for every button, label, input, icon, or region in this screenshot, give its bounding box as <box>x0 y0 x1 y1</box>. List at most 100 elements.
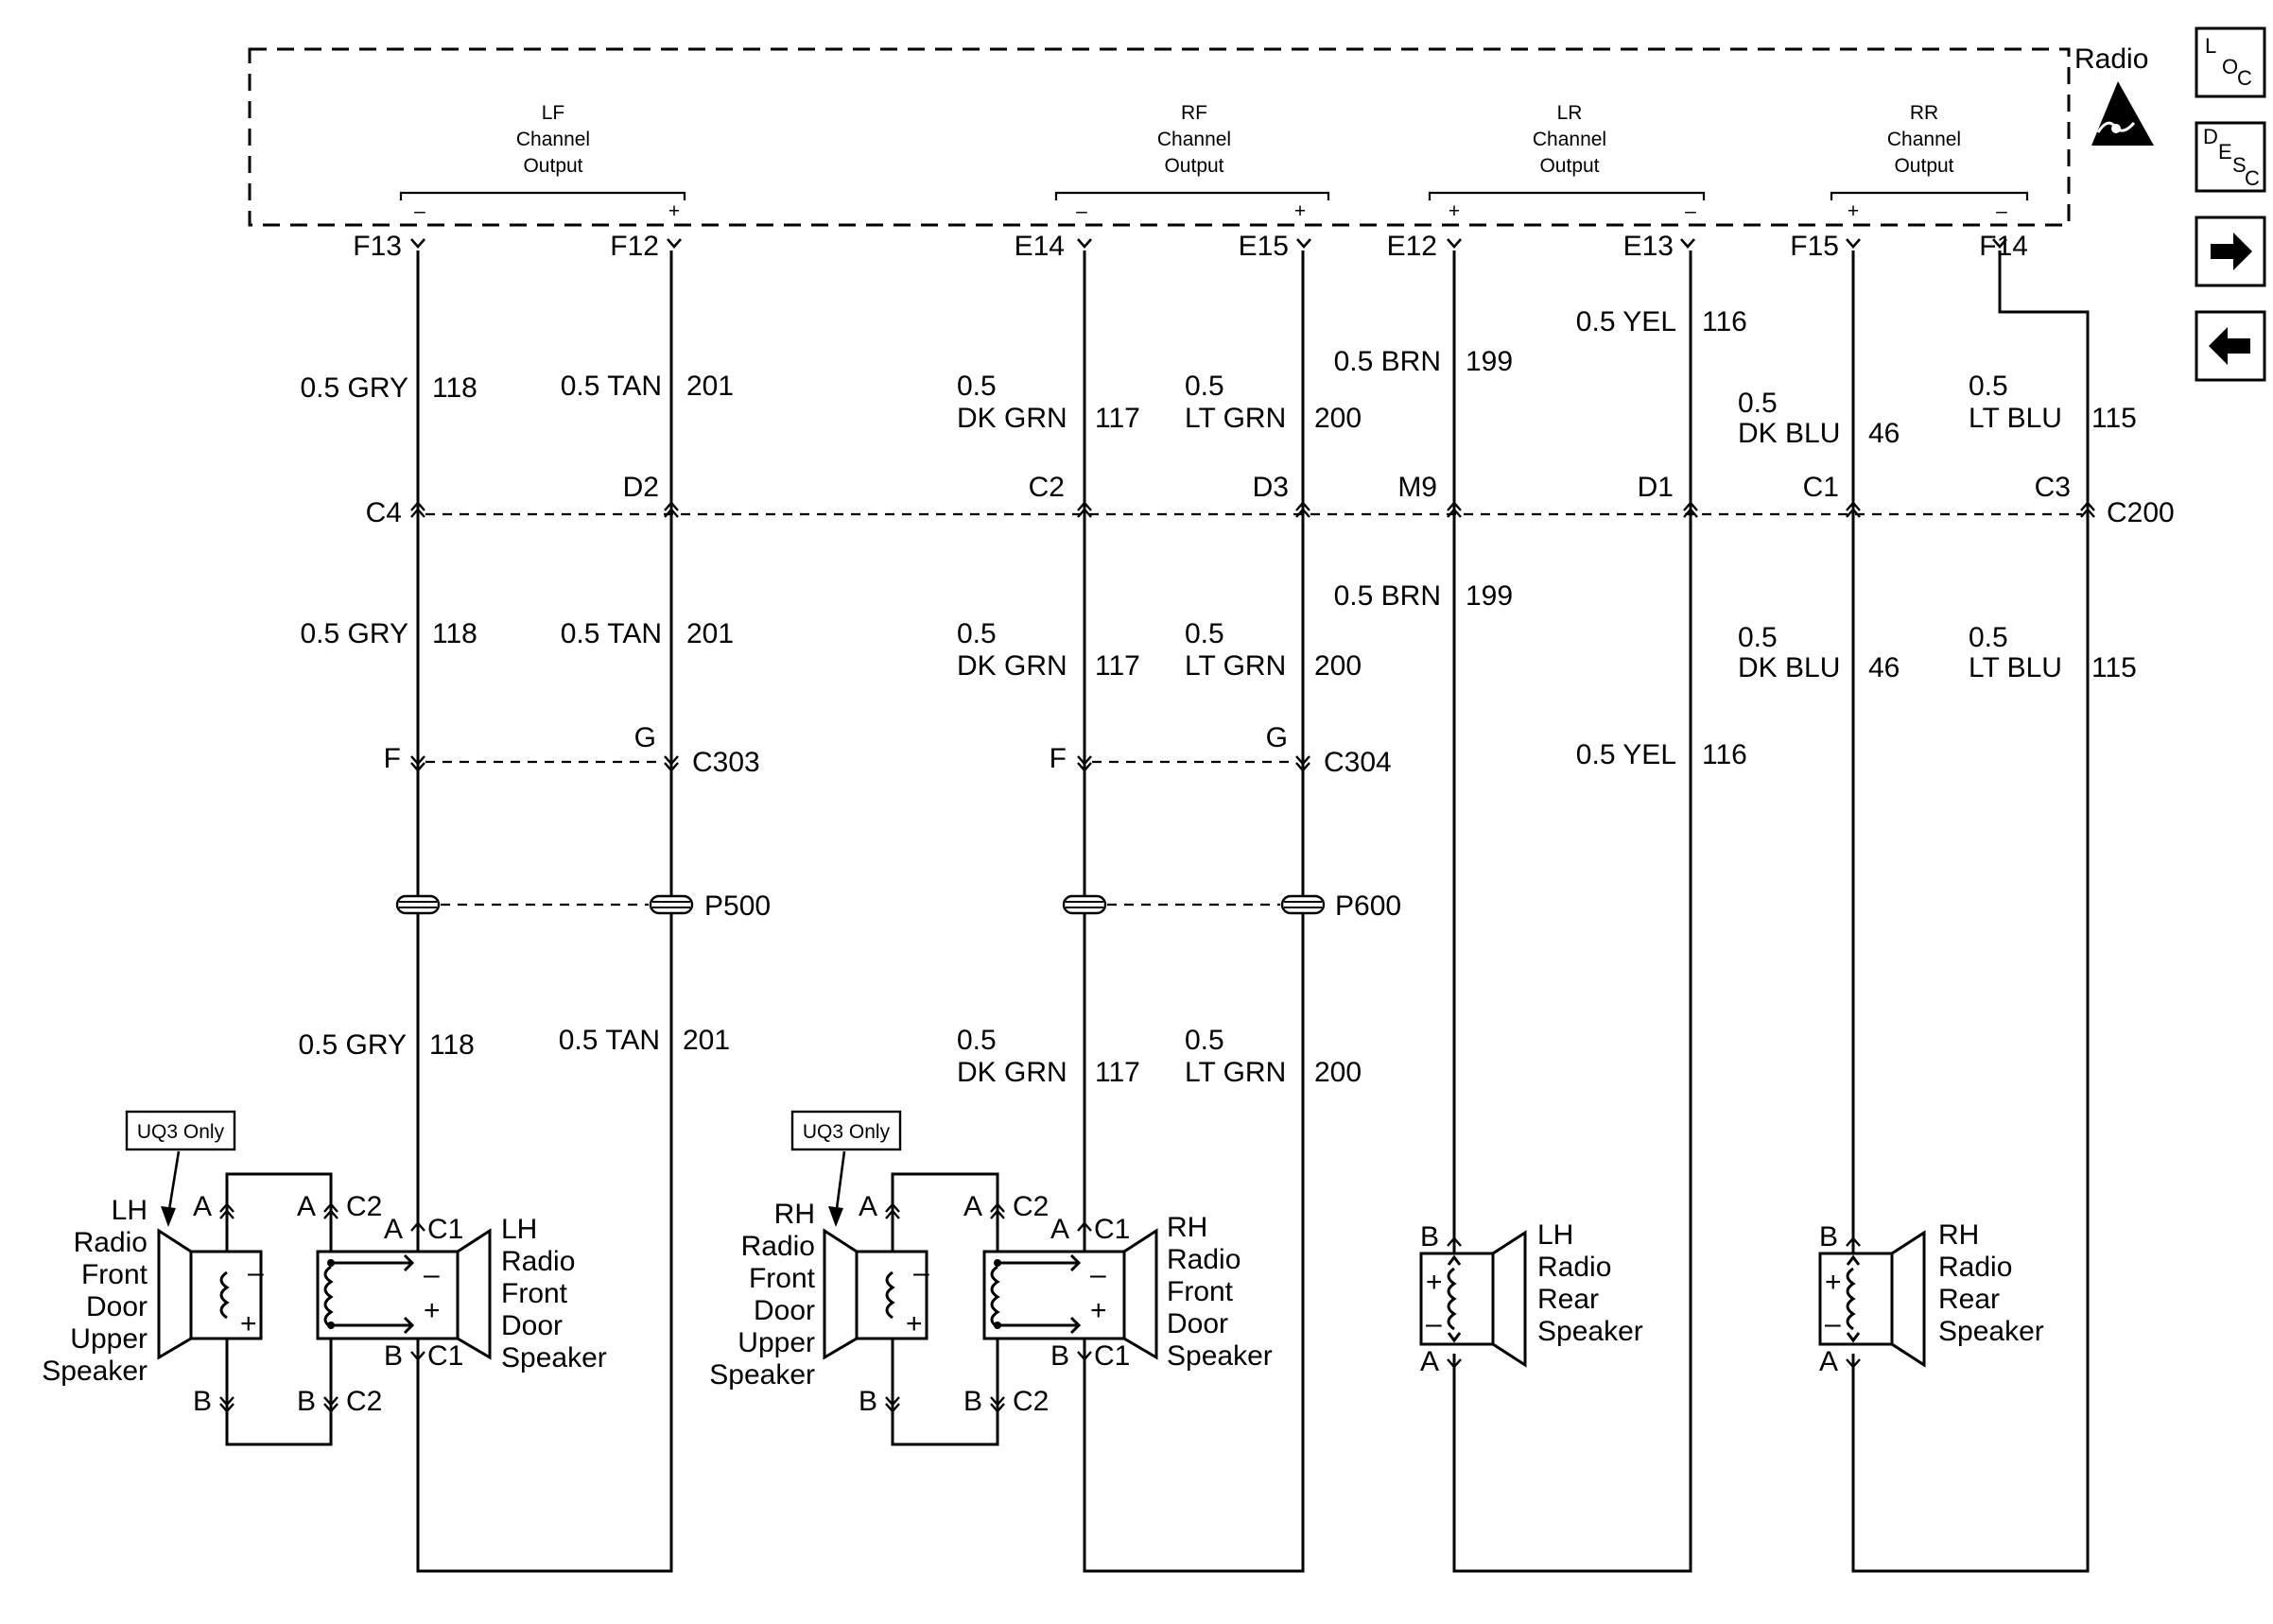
svg-text:0.5: 0.5 <box>1969 371 2008 402</box>
svg-text:Channel: Channel <box>1887 129 1961 150</box>
svg-text:LH: LH <box>1537 1219 1573 1251</box>
svg-text:117: 117 <box>1095 1057 1140 1088</box>
rf-door-speaker-label: RH Radio Front Door Speaker <box>1167 1212 1273 1372</box>
channel-rr: RR Channel Output + – <box>1830 102 2029 222</box>
svg-text:46: 46 <box>1868 418 1900 449</box>
svg-text:Door: Door <box>501 1310 563 1341</box>
svg-text:RH: RH <box>1167 1212 1207 1243</box>
svg-text:F: F <box>384 743 401 774</box>
svg-text:–: – <box>913 1257 929 1288</box>
svg-text:0.5 GRY: 0.5 GRY <box>300 372 408 404</box>
svg-text:Radio: Radio <box>1537 1252 1611 1283</box>
svg-text:0.5 BRN: 0.5 BRN <box>1334 346 1441 377</box>
option-tag: UQ3 Only <box>125 1110 236 1227</box>
lf-upper-speaker-label: LH Radio Front Door Upper Speaker <box>42 1195 147 1387</box>
svg-text:C: C <box>2237 66 2252 90</box>
back-button[interactable] <box>2195 310 2266 382</box>
svg-text:Speaker: Speaker <box>42 1356 147 1387</box>
svg-text:Output: Output <box>523 155 582 177</box>
svg-text:B: B <box>1050 1340 1069 1372</box>
svg-text:UQ3 Only: UQ3 Only <box>803 1121 891 1143</box>
wire-117 <box>1083 251 1305 1573</box>
svg-text:D1: D1 <box>1638 472 1674 503</box>
desc-button[interactable]: D E S C <box>2195 121 2266 193</box>
wire-labels-lower: 0.5 GRY 118 0.5 TAN 201 0.5 DK GRN 117 0… <box>298 1025 1362 1088</box>
svg-text:–: – <box>424 1259 440 1290</box>
svg-text:–: – <box>1090 1259 1106 1290</box>
svg-text:L: L <box>2205 34 2216 58</box>
svg-text:200: 200 <box>1314 403 1362 434</box>
channel-rf: RF Channel Output – + <box>1054 102 1330 222</box>
svg-text:0.5 YEL: 0.5 YEL <box>1576 739 1676 770</box>
svg-text:C1: C1 <box>427 1214 463 1245</box>
svg-text:A: A <box>297 1191 316 1222</box>
svg-text:LF: LF <box>542 102 565 124</box>
svg-text:C1: C1 <box>427 1340 463 1372</box>
svg-text:117: 117 <box>1095 403 1140 434</box>
svg-text:E12: E12 <box>1387 231 1437 262</box>
svg-text:F15: F15 <box>1790 231 1839 262</box>
svg-text:Front: Front <box>501 1278 568 1309</box>
svg-text:M9: M9 <box>1397 472 1437 503</box>
esd-warning-icon <box>2091 81 2154 146</box>
svg-text:+: + <box>1294 200 1306 222</box>
svg-text:Radio: Radio <box>1938 1252 2012 1283</box>
svg-text:A: A <box>859 1191 877 1222</box>
svg-text:115: 115 <box>2091 403 2137 434</box>
wire-labels-middle: 0.5 GRY 118 0.5 TAN 201 0.5 DK GRN 117 0… <box>300 580 2136 770</box>
svg-text:A: A <box>1819 1346 1838 1377</box>
svg-text:118: 118 <box>432 618 477 649</box>
svg-text:E15: E15 <box>1239 231 1289 262</box>
svg-text:0.5 GRY: 0.5 GRY <box>300 618 408 649</box>
svg-text:C4: C4 <box>366 497 402 528</box>
svg-text:C1: C1 <box>1803 472 1839 503</box>
svg-text:RH: RH <box>1938 1219 1979 1251</box>
svg-text:Channel: Channel <box>1533 129 1606 150</box>
svg-text:0.5 TAN: 0.5 TAN <box>561 618 662 649</box>
svg-text:Radio: Radio <box>1167 1244 1241 1275</box>
svg-text:B: B <box>1819 1221 1838 1253</box>
svg-text:115: 115 <box>2091 652 2137 683</box>
svg-text:UQ3 Only: UQ3 Only <box>137 1121 225 1143</box>
lf-door-speaker-label: LH Radio Front Door Speaker <box>501 1214 607 1373</box>
forward-button[interactable] <box>2195 216 2266 287</box>
radio-title: Radio <box>2074 43 2148 75</box>
lf-speakers: UQ3 Only – <box>42 1110 607 1446</box>
connector-c304: F G C304 <box>1050 722 1392 778</box>
svg-text:Front: Front <box>749 1263 816 1294</box>
svg-text:0.5: 0.5 <box>1185 371 1224 402</box>
svg-text:DK GRN: DK GRN <box>957 650 1067 682</box>
svg-text:A: A <box>384 1214 403 1245</box>
svg-text:0.5 TAN: 0.5 TAN <box>561 371 662 402</box>
svg-text:Radio: Radio <box>74 1227 147 1258</box>
svg-text:201: 201 <box>686 371 734 402</box>
svg-text:G: G <box>634 722 656 753</box>
svg-text:C: C <box>2245 166 2260 190</box>
wire-labels-upper: 0.5 GRY 118 0.5 TAN 201 0.5 DK GRN 117 0… <box>300 306 2136 449</box>
svg-text:RH: RH <box>774 1199 815 1230</box>
svg-text:D: D <box>2203 125 2218 148</box>
svg-text:0.5: 0.5 <box>957 1025 997 1056</box>
svg-text:118: 118 <box>432 372 477 404</box>
radio-pins: F13 F12 E14 E15 E12 E13 F15 F14 <box>353 231 2028 262</box>
svg-text:B: B <box>963 1386 982 1417</box>
svg-text:Channel: Channel <box>516 129 590 150</box>
svg-text:0.5: 0.5 <box>957 371 997 402</box>
radio-module: Radio <box>248 43 2154 227</box>
svg-text:O: O <box>2222 55 2238 78</box>
svg-text:LT BLU: LT BLU <box>1969 403 2062 434</box>
svg-text:D2: D2 <box>623 472 659 503</box>
svg-text:B: B <box>1420 1221 1439 1253</box>
svg-text:0.5 TAN: 0.5 TAN <box>559 1025 660 1056</box>
svg-text:C2: C2 <box>1013 1191 1049 1222</box>
svg-text:C1: C1 <box>1094 1214 1130 1245</box>
svg-text:+: + <box>906 1308 923 1339</box>
loc-button[interactable]: L O C <box>2195 26 2266 98</box>
svg-text:0.5 BRN: 0.5 BRN <box>1334 580 1441 612</box>
svg-text:0.5 GRY: 0.5 GRY <box>298 1029 407 1061</box>
svg-text:G: G <box>1266 722 1288 753</box>
svg-text:116: 116 <box>1702 306 1747 337</box>
option-tag: UQ3 Only <box>790 1110 902 1227</box>
svg-text:DK BLU: DK BLU <box>1738 418 1840 449</box>
